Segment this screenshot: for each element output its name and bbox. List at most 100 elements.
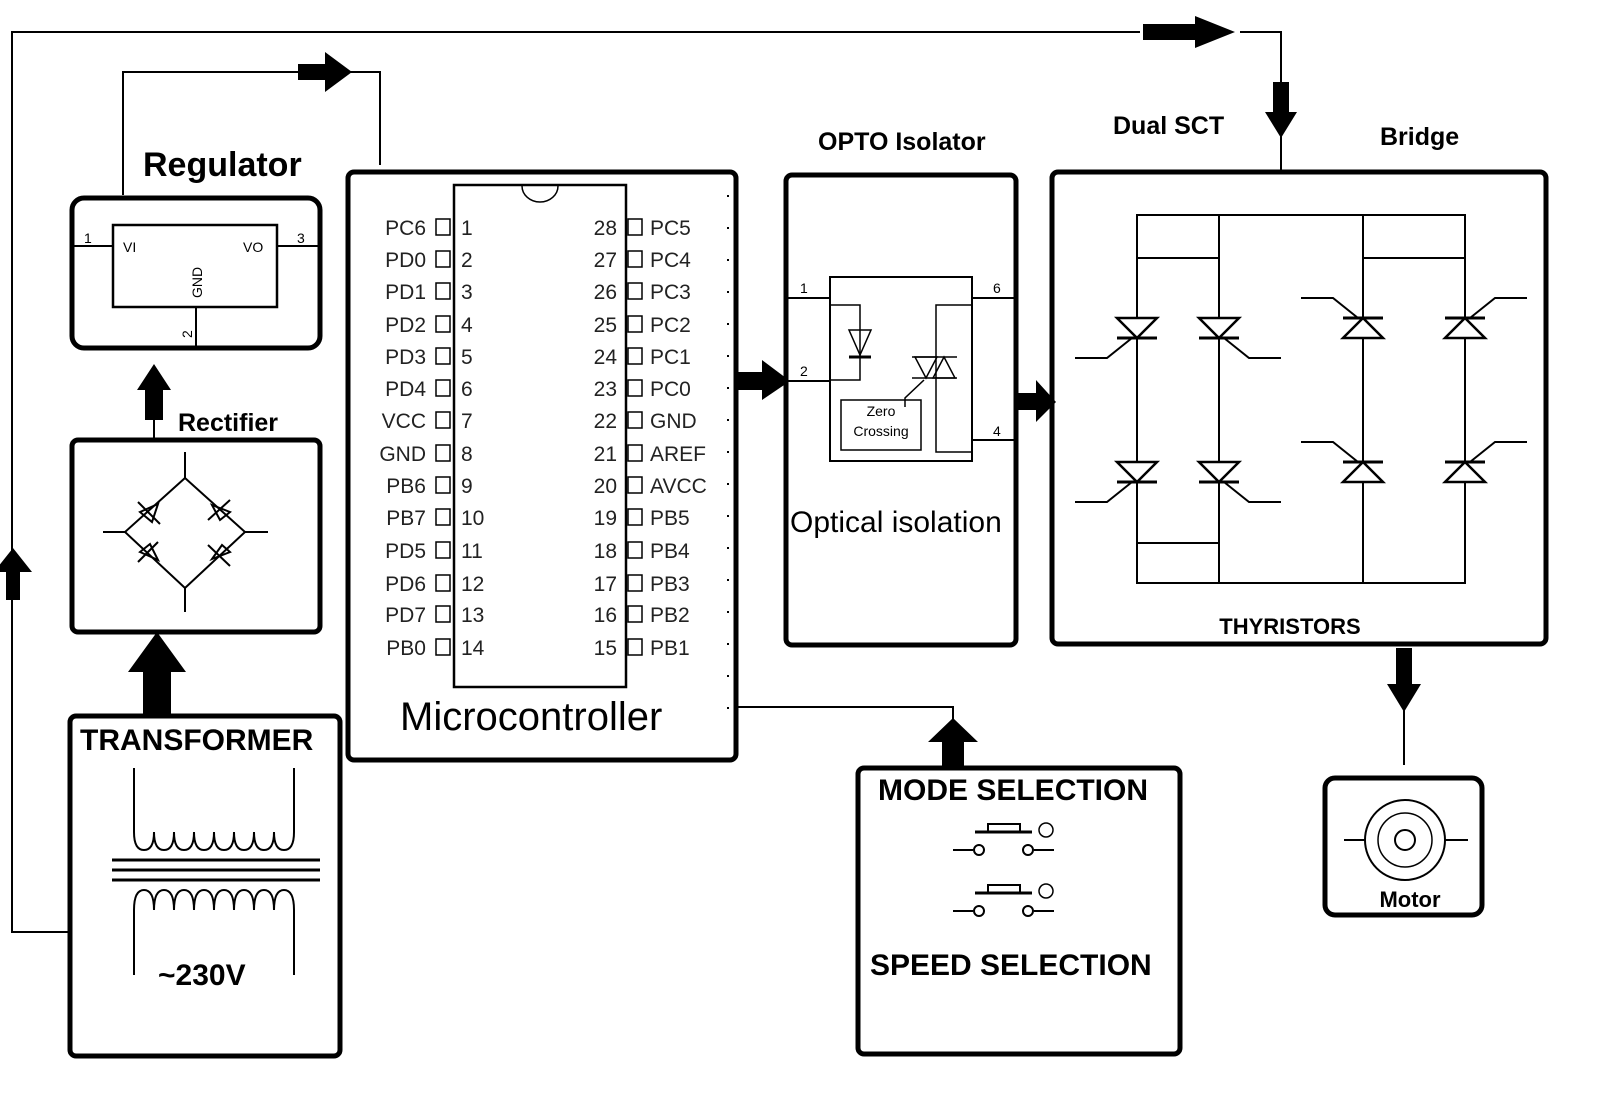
pin-label-left: VCC <box>382 410 426 433</box>
pin-label-right: PC2 <box>650 314 691 337</box>
opto-ic <box>829 276 973 462</box>
opto-caption: Optical isolation <box>790 506 1002 539</box>
pin-label-right: PB3 <box>650 573 690 596</box>
pin-label-right: PC3 <box>650 281 691 304</box>
arrow-right-regulator <box>298 52 352 92</box>
opto-pin-6: 6 <box>993 280 1001 296</box>
thyristors-caption: THYRISTORS <box>1219 614 1360 639</box>
pin-label-left: PD1 <box>385 281 426 304</box>
pin-label-left: PD7 <box>385 604 426 627</box>
rectifier-box <box>69 437 323 635</box>
pin-number-left: 7 <box>461 410 473 433</box>
pin-number-left: 6 <box>461 378 473 401</box>
wire-regulator-to-micro <box>122 71 381 195</box>
rectifier-title: Rectifier <box>178 409 278 437</box>
pin-pad <box>627 574 643 592</box>
pin-pad <box>435 638 451 656</box>
scr-icon <box>1301 441 1387 484</box>
pin-pad <box>435 605 451 623</box>
pin-label-right: PC5 <box>650 217 691 240</box>
pin-label-left: PD3 <box>385 346 426 369</box>
pin-pad <box>627 379 643 397</box>
pin-pad <box>627 282 643 300</box>
pin-label-left: GND <box>379 443 426 466</box>
microcontroller-title: Microcontroller <box>400 695 662 739</box>
pin-pad <box>627 218 643 236</box>
arrow-up-selection <box>928 718 978 768</box>
wire-micro-to-selection <box>738 706 954 720</box>
pin-label-left: PD6 <box>385 573 426 596</box>
arrow-down-dual-sct <box>1265 82 1297 138</box>
pin-number-right: 18 <box>594 540 617 563</box>
scr-icon <box>1075 460 1161 503</box>
pin-pad <box>435 444 451 462</box>
pin-number-left: 4 <box>461 314 473 337</box>
pin-pad <box>627 411 643 429</box>
pin-number-right: 28 <box>594 217 617 240</box>
pin-pad <box>627 444 643 462</box>
regulator-pin-gnd: 2 <box>179 330 195 338</box>
motor-box <box>1322 775 1485 918</box>
pin-number-left: 5 <box>461 346 473 369</box>
pin-pad <box>435 282 451 300</box>
pin-number-right: 17 <box>594 573 617 596</box>
selection-box <box>855 765 1183 1057</box>
arrow-right-top <box>1143 16 1235 48</box>
pin-number-left: 10 <box>461 507 484 530</box>
opto-pin-2: 2 <box>800 363 808 379</box>
pin-number-left: 1 <box>461 217 473 240</box>
pin-pad <box>627 605 643 623</box>
pin-label-right: PB1 <box>650 637 690 660</box>
pin-pad <box>627 638 643 656</box>
transformer-box <box>67 713 343 1059</box>
ic-notch <box>521 185 559 203</box>
pin-number-left: 11 <box>461 540 483 563</box>
ic-package <box>452 183 628 689</box>
pin-pad <box>435 574 451 592</box>
pin-number-right: 24 <box>594 346 618 369</box>
pin-pad <box>435 411 451 429</box>
arrow-micro-to-opto <box>738 360 790 400</box>
pin-number-right: 27 <box>594 249 617 272</box>
microcontroller-box <box>345 169 739 763</box>
pin-pad <box>627 476 643 494</box>
scr-icon <box>1195 316 1281 359</box>
pin-number-right: 20 <box>594 475 617 498</box>
pin-pad <box>435 315 451 333</box>
bridge-title: Bridge <box>1380 123 1459 151</box>
regulator-pin-in: 1 <box>84 230 92 246</box>
dual-sct-title: Dual SCT <box>1113 112 1224 140</box>
scr-icon <box>1441 441 1527 484</box>
regulator-label-vo: VO <box>243 239 263 255</box>
pin-label-left: PC6 <box>385 217 426 240</box>
mode-push-button-icon[interactable] <box>953 822 1054 856</box>
thyristor-box <box>1049 169 1549 647</box>
zero-crossing-line2: Crossing <box>853 423 908 439</box>
speed-push-button-icon[interactable] <box>953 883 1054 917</box>
arrow-up-transformer <box>128 632 186 716</box>
regulator-label-gnd: GND <box>189 267 205 298</box>
pin-label-right: PB5 <box>650 507 690 530</box>
scr-icon <box>1075 316 1161 359</box>
pin-number-right: 22 <box>594 410 617 433</box>
pin-pad <box>435 541 451 559</box>
zero-crossing-block <box>840 399 922 451</box>
pin-pad <box>435 476 451 494</box>
pin-label-right: GND <box>650 410 697 433</box>
pin-pad <box>435 218 451 236</box>
pin-pad <box>627 541 643 559</box>
transformer-title: TRANSFORMER <box>80 724 314 757</box>
pin-pad <box>627 250 643 268</box>
pin-number-left: 9 <box>461 475 473 498</box>
pin-label-left: PB0 <box>386 637 426 660</box>
motor-icon <box>1344 799 1468 881</box>
regulator-label-vi: VI <box>123 239 136 255</box>
regulator-pin-out: 3 <box>297 230 305 246</box>
pin-number-left: 3 <box>461 281 473 304</box>
zero-crossing-line1: Zero <box>867 403 896 419</box>
arrow-up-rectifier <box>137 364 171 420</box>
pin-pad <box>627 347 643 365</box>
pin-number-left: 13 <box>461 604 484 627</box>
